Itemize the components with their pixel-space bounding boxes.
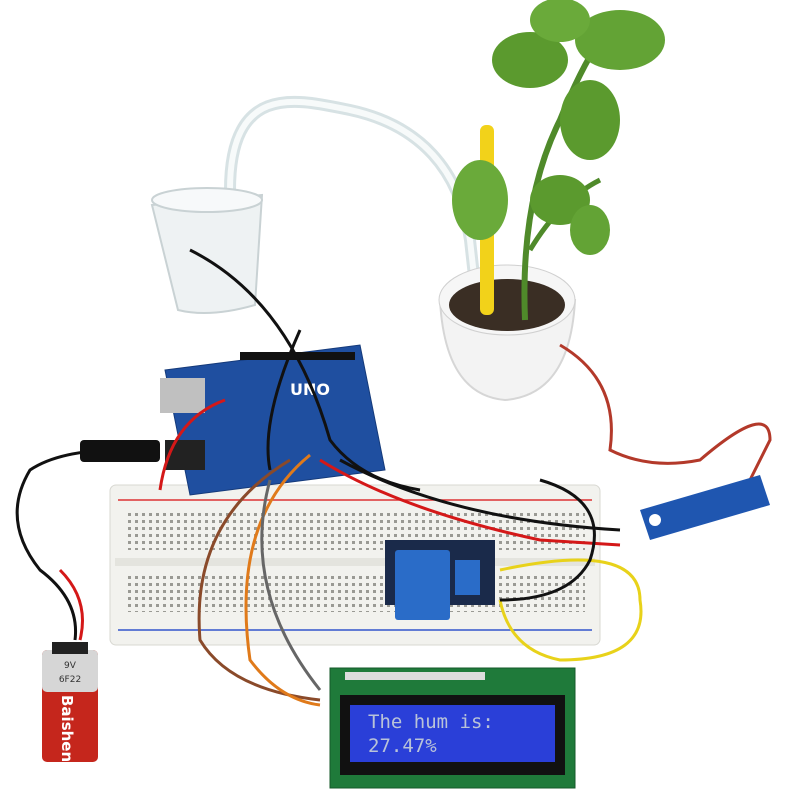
- lcd-line-2: 27.47%: [368, 735, 437, 757]
- battery-voltage: 9V: [64, 661, 77, 671]
- dc-jack: [165, 440, 205, 470]
- potted-plant: [438, 0, 665, 402]
- water-glass: [150, 187, 264, 314]
- battery-model: 6F22: [59, 675, 81, 685]
- 9v-battery: 9V 6F22 Baishen: [42, 642, 98, 762]
- usb-port: [160, 378, 205, 413]
- soil-moisture-sensor-module: [640, 475, 770, 540]
- arduino-label: UNO: [290, 380, 330, 399]
- relay-module: [385, 540, 495, 620]
- lcd-line-1: The hum is:: [368, 711, 494, 733]
- jumper-wires: [158, 248, 772, 707]
- lcd-1602-display: The hum is: 27.47%: [329, 667, 576, 789]
- battery-brand: Baishen: [58, 695, 76, 762]
